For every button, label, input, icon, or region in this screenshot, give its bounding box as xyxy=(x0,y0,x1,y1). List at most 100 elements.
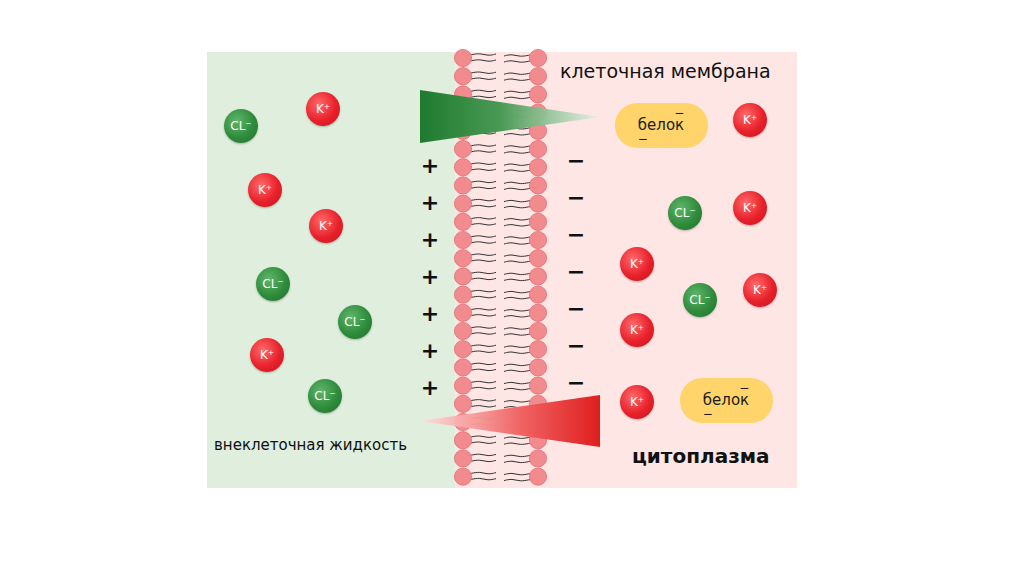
lipid-tail xyxy=(470,406,496,407)
lipid-tail xyxy=(470,54,496,55)
lipid-tail xyxy=(470,472,496,473)
lipid-head xyxy=(454,304,471,321)
lipid-tail xyxy=(504,382,530,383)
lipid-tail xyxy=(504,134,530,135)
ion-circle: K⁺ xyxy=(733,191,767,225)
lipid-head xyxy=(529,468,546,485)
lipid-head xyxy=(454,432,471,449)
lipid-head xyxy=(454,322,471,339)
lipid-head xyxy=(454,395,471,412)
gradient-triangle xyxy=(420,395,600,447)
lipid-head xyxy=(454,341,471,358)
lipid-head xyxy=(529,177,546,194)
lipid-head xyxy=(529,377,546,394)
lipid-tail xyxy=(470,60,496,61)
charge-sign: − xyxy=(703,408,713,420)
lipid-head xyxy=(529,250,546,267)
lipid-head xyxy=(454,195,471,212)
ion-circle: K⁺ xyxy=(733,103,767,137)
charge-sign: − xyxy=(739,382,749,394)
lipid-tail xyxy=(470,96,496,97)
part-label: клеточная мембрана xyxy=(560,62,771,81)
lipid-tail xyxy=(470,381,496,382)
lipid-head xyxy=(529,304,546,321)
ion-circle: K⁺ xyxy=(620,313,654,347)
ion-label: K⁺ xyxy=(316,102,330,116)
charge-sign: − xyxy=(638,133,648,145)
ion-label: K⁺ xyxy=(260,348,274,362)
lipid-tail xyxy=(504,182,530,183)
ion-circle: K⁺ xyxy=(620,385,654,419)
lipid-tail xyxy=(504,200,530,201)
lipid-tail xyxy=(470,72,496,73)
lipid-tail xyxy=(504,316,530,317)
ion-label: K⁺ xyxy=(258,183,272,197)
lipid-head xyxy=(454,468,471,485)
ion-label: K⁺ xyxy=(630,257,644,271)
ion-circle: CL⁻ xyxy=(308,379,342,413)
lipid-head xyxy=(454,68,471,85)
lipid-tail xyxy=(504,352,530,353)
ion-circle: K⁺ xyxy=(248,173,282,207)
lipid-tail xyxy=(470,236,496,237)
lipid-tail xyxy=(470,90,496,91)
ion-label: CL⁻ xyxy=(262,277,283,291)
lipid-tail xyxy=(504,206,530,207)
ion-circle: CL⁻ xyxy=(683,283,717,317)
lipid-tail xyxy=(470,296,496,297)
lipid-head xyxy=(529,359,546,376)
ion-circle: K⁺ xyxy=(306,92,340,126)
charge-sign: − xyxy=(567,372,585,394)
charge-sign: + xyxy=(421,266,439,288)
lipid-tail xyxy=(470,315,496,316)
lipid-tail xyxy=(470,387,496,388)
protein-box: белок−− xyxy=(680,378,773,423)
lipid-tail xyxy=(504,328,530,329)
ion-label: CL⁻ xyxy=(344,315,365,329)
lipid-head xyxy=(529,86,546,103)
lipid-tail xyxy=(504,255,530,256)
lipid-head xyxy=(454,450,471,467)
gradient-triangle xyxy=(420,90,600,143)
lipid-tail xyxy=(470,199,496,200)
lipid-head xyxy=(529,159,546,176)
lipid-head xyxy=(454,359,471,376)
lipid-tail xyxy=(470,351,496,352)
lipid-head xyxy=(529,68,546,85)
ion-circle: K⁺ xyxy=(250,338,284,372)
charge-sign: + xyxy=(421,340,439,362)
lipid-tail xyxy=(504,273,530,274)
charge-sign: − xyxy=(674,107,684,119)
lipid-tail xyxy=(470,205,496,206)
lipid-tail xyxy=(470,260,496,261)
lipid-tail xyxy=(470,454,496,455)
lipid-tail xyxy=(470,278,496,279)
lipid-tail xyxy=(504,73,530,74)
lipid-tail xyxy=(470,151,496,152)
lipid-tail xyxy=(470,442,496,443)
lipid-tail xyxy=(470,78,496,79)
lipid-head xyxy=(529,268,546,285)
charge-sign: − xyxy=(567,150,585,172)
ion-circle: K⁺ xyxy=(743,273,777,307)
charge-sign: + xyxy=(421,377,439,399)
lipid-tail xyxy=(504,401,530,402)
lipid-tail xyxy=(504,479,530,480)
lipid-head xyxy=(529,322,546,339)
charge-sign: − xyxy=(567,187,585,209)
charge-sign: − xyxy=(567,261,585,283)
ion-label: CL⁻ xyxy=(674,206,695,220)
lipid-tail xyxy=(470,187,496,188)
lipid-head xyxy=(529,140,546,157)
lipid-tail xyxy=(504,61,530,62)
lipid-head xyxy=(529,213,546,230)
lipid-tail xyxy=(470,363,496,364)
ion-circle: K⁺ xyxy=(309,209,343,243)
ion-label: K⁺ xyxy=(743,113,757,127)
charge-sign: + xyxy=(421,192,439,214)
lipid-head xyxy=(529,195,546,212)
lipid-tail xyxy=(504,79,530,80)
lipid-tail xyxy=(504,437,530,438)
